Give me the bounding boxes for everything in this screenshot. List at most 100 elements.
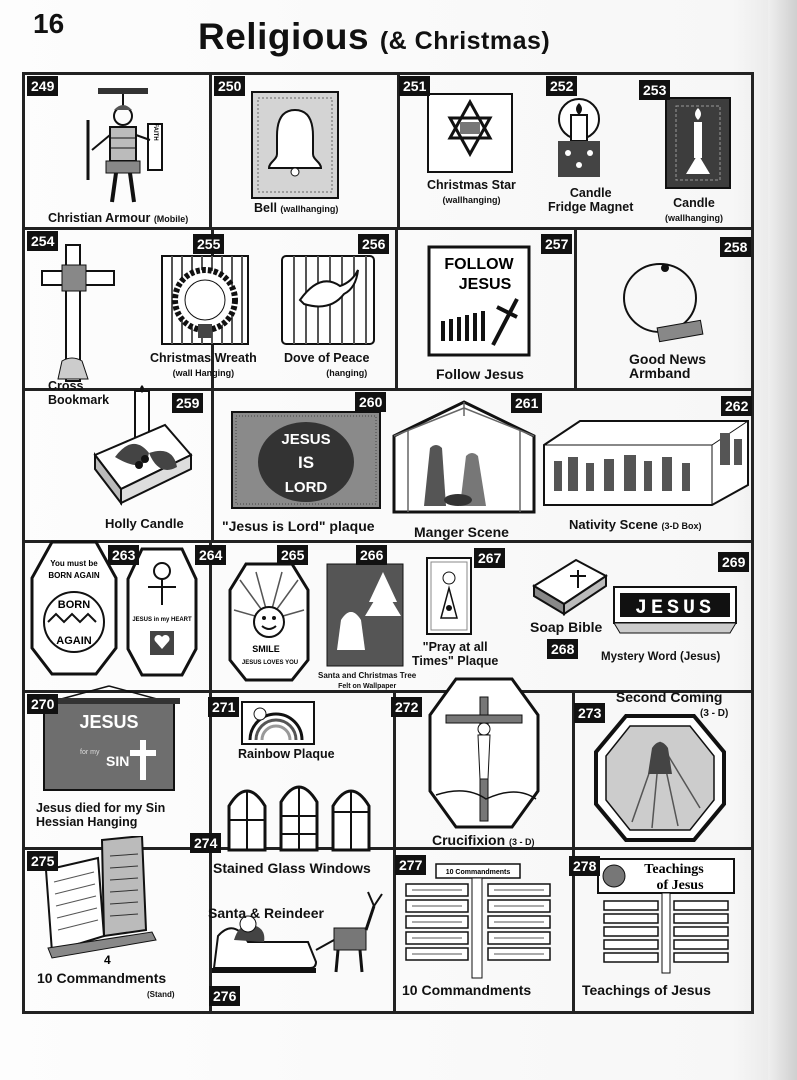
caption-253-note: (wallhanging) xyxy=(665,213,723,223)
caption-257-name: Follow Jesus xyxy=(436,366,524,382)
caption-266-name: Santa and Christmas Tree xyxy=(318,671,417,680)
row-divider xyxy=(22,540,754,543)
born-again-top-text: You must be xyxy=(50,559,98,568)
jesus-loves-you-text: JESUS LOVES YOU xyxy=(242,660,298,666)
mystery-word-illustration: JESUS xyxy=(613,586,737,634)
book-spine xyxy=(768,0,797,1080)
row-divider xyxy=(22,847,754,850)
born-text: BORN xyxy=(58,599,90,611)
for-my-text: for my xyxy=(80,749,100,756)
caption-267-name: "Pray at all xyxy=(422,640,488,654)
crucifixion-illustration xyxy=(428,677,540,829)
pray-at-all-times-illustration xyxy=(426,557,472,635)
caption-271: Rainbow Plaque xyxy=(238,747,335,761)
caption-276: Santa & Reindeer xyxy=(208,906,324,920)
item-number-266: 266 xyxy=(356,545,388,565)
caption-250: Bell (wallhanging) xyxy=(254,201,338,216)
caption-259: Holly Candle xyxy=(105,517,184,531)
caption-273-name: Second Coming xyxy=(615,689,723,705)
lord-text: LORD xyxy=(285,479,328,496)
caption-272-note: (3 - D) xyxy=(509,837,535,847)
caption-261-name: Manger Scene xyxy=(414,524,509,540)
item-number-253: 253 xyxy=(639,80,671,100)
caption-277: 10 Commandments xyxy=(402,983,531,997)
caption-249: Christian Armour (Mobile) xyxy=(48,211,188,226)
caption-252-note: Fridge Magnet xyxy=(548,200,634,214)
caption-256-name: Dove of Peace xyxy=(284,351,370,365)
item-number-270: 270 xyxy=(27,694,59,714)
item-number-262: 262 xyxy=(721,396,753,416)
candle-wallhanging-illustration xyxy=(665,97,731,189)
item-number-274: 274 xyxy=(190,833,222,853)
caption-273: Second Coming (3 - D) xyxy=(610,690,728,721)
item-number-278: 278 xyxy=(569,856,601,876)
caption-249-name: Christian Armour xyxy=(48,211,151,225)
caption-253: Candle(wallhanging) xyxy=(665,196,723,225)
column-divider xyxy=(209,540,212,1014)
christmas-wreath-illustration xyxy=(161,255,249,345)
jesus-died-for-my-sin-illustration: JESUS for my SIN xyxy=(38,685,180,791)
bell-illustration xyxy=(251,91,339,199)
jesus-in-my-heart-illustration: JESUS in my HEART xyxy=(126,547,198,677)
santa-reindeer-illustration xyxy=(212,891,383,973)
caption-276-name: Santa & Reindeer xyxy=(208,905,324,921)
jesus-text-260: JESUS xyxy=(281,431,330,448)
caption-256-note: (hanging) xyxy=(326,368,368,378)
cross-bookmark-illustration xyxy=(41,244,115,382)
faith-text: FAITH xyxy=(152,123,158,140)
column-divider xyxy=(395,227,398,388)
caption-259-name: Holly Candle xyxy=(105,516,184,531)
caption-275: 10 Commandments(Stand) xyxy=(37,971,175,1002)
caption-262: Nativity Scene (3-D Box) xyxy=(569,518,702,533)
item-number-267: 267 xyxy=(474,548,506,568)
follow-jesus-illustration: FOLLOW JESUS xyxy=(427,245,531,357)
caption-267-note: Times" Plaque xyxy=(412,654,499,668)
christmas-star-illustration xyxy=(427,93,513,173)
caption-250-note: (wallhanging) xyxy=(280,204,339,214)
sin-text: SIN xyxy=(106,753,129,769)
page-title: Religious (& Christmas) xyxy=(198,16,550,58)
jesus-heart-text: JESUS in my HEART xyxy=(132,617,192,623)
item-number-265: 265 xyxy=(277,545,309,565)
caption-268-name: Soap Bible xyxy=(530,619,603,635)
caption-278-name: Teachings of Jesus xyxy=(582,982,711,998)
teachings-of-jesus-illustration: Teachings of Jesus xyxy=(597,858,735,974)
column-divider xyxy=(209,72,212,227)
caption-254-name: Cross xyxy=(48,379,84,393)
item-number-275: 275 xyxy=(27,851,59,871)
column-divider xyxy=(397,72,400,227)
again-text: AGAIN xyxy=(56,635,92,647)
caption-252-name: Candle xyxy=(569,186,612,200)
four-text: 4 xyxy=(104,953,111,966)
caption-278: Teachings of Jesus xyxy=(582,983,711,997)
caption-251-name: Christmas Star xyxy=(427,178,516,192)
caption-260: "Jesus is Lord" plaque xyxy=(222,519,375,533)
smile-text: SMILE xyxy=(252,644,280,654)
row-divider xyxy=(22,690,754,693)
caption-275-name: 10 Commandments xyxy=(37,970,167,986)
item-number-252: 252 xyxy=(546,76,578,96)
caption-277-name: 10 Commandments xyxy=(402,982,532,998)
born-again-illustration: You must be BORN AGAIN BORN AGAIN xyxy=(30,540,118,676)
stained-glass-windows-illustration xyxy=(227,785,371,852)
item-number-251: 251 xyxy=(399,76,431,96)
item-number-271: 271 xyxy=(208,697,240,717)
follow-text: FOLLOW xyxy=(444,256,514,273)
item-number-256: 256 xyxy=(358,234,390,254)
ten-commandments-stand-illustration: 4 xyxy=(44,836,157,966)
caption-255-name: Christmas Wreath xyxy=(150,351,257,365)
caption-255: Christmas Wreath(wall Hanging) xyxy=(150,351,257,380)
item-number-257: 257 xyxy=(541,234,573,254)
item-number-261: 261 xyxy=(511,393,543,413)
second-coming-illustration xyxy=(594,714,726,842)
jesus-text-270: JESUS xyxy=(79,712,138,732)
caption-269: Mystery Word (Jesus) xyxy=(601,650,720,664)
holly-candle-illustration xyxy=(93,385,193,506)
column-divider xyxy=(211,227,214,540)
caption-273-note: (3 - D) xyxy=(700,708,729,719)
caption-260-name: "Jesus is Lord" plaque xyxy=(222,518,375,534)
